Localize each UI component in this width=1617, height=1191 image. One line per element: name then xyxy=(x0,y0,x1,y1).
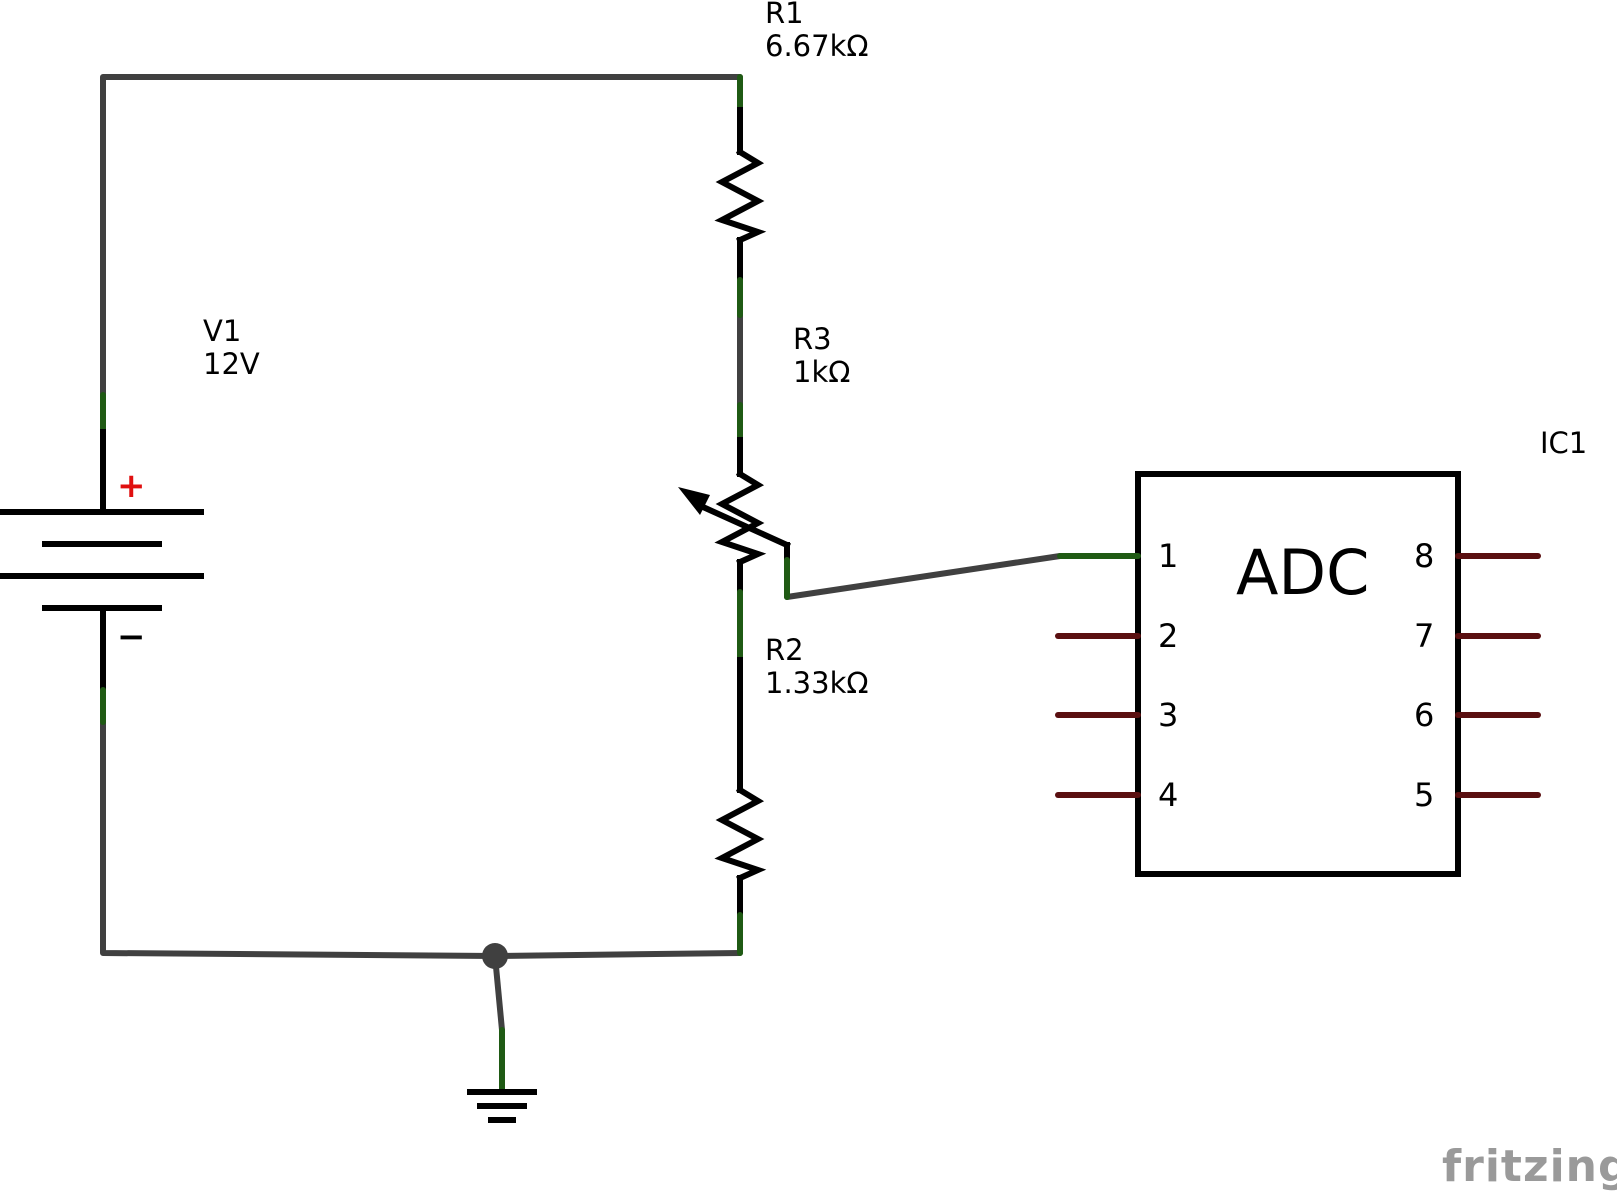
r3-adjust-arrow-shaft xyxy=(699,503,791,549)
resistor-r2[interactable]: R2 1.33kΩ xyxy=(714,619,869,956)
r2-ref-label: R2 xyxy=(765,633,804,667)
wire-top[interactable] xyxy=(100,74,743,398)
potentiometer-r3[interactable]: R3 1kΩ xyxy=(678,322,850,625)
ic-pin-8-label: 8 xyxy=(1414,537,1434,575)
r3-value-label: 1kΩ xyxy=(793,355,850,389)
r2-zigzag xyxy=(714,785,767,882)
ic-name-label: ADC xyxy=(1236,536,1369,609)
wire-bottom[interactable] xyxy=(100,717,743,959)
r1-value-label: 6.67kΩ xyxy=(765,29,869,63)
ic-pin-3-label: 3 xyxy=(1158,696,1178,734)
r1-zigzag xyxy=(714,147,767,244)
battery-minus-sign: − xyxy=(117,617,146,657)
r3-ref-label: R3 xyxy=(793,322,832,356)
battery-v1[interactable]: + − V1 12V xyxy=(0,314,260,725)
battery-plus-sign: + xyxy=(117,466,146,506)
ic-pin-5-label: 5 xyxy=(1414,776,1434,814)
ic-pin-4-label: 4 xyxy=(1158,776,1178,814)
ic-ref-label: IC1 xyxy=(1540,426,1587,460)
v1-ref-label: V1 xyxy=(203,314,241,348)
ic-adc[interactable]: ADC IC1 1 2 3 4 8 7 6 5 xyxy=(1055,426,1587,877)
r1-ref-label: R1 xyxy=(765,0,804,30)
fritzing-watermark: fritzing xyxy=(1442,1141,1617,1191)
wires xyxy=(100,74,1063,1033)
ic-pin-6-label: 6 xyxy=(1414,696,1434,734)
r3-adjust-arrow-head xyxy=(678,487,710,515)
ic-pin-2-label: 2 xyxy=(1158,617,1178,655)
r3-zigzag xyxy=(714,469,767,566)
junction-dot xyxy=(482,943,508,969)
ic-pin-1-label: 1 xyxy=(1158,537,1178,575)
ic-pin-7-label: 7 xyxy=(1414,617,1434,655)
ground-symbol[interactable] xyxy=(467,943,537,1123)
resistor-r1[interactable]: R1 6.67kΩ xyxy=(714,0,869,318)
ic-body xyxy=(1135,471,1461,877)
v1-value-label: 12V xyxy=(203,347,260,381)
wire-wiper-adc[interactable] xyxy=(784,553,1063,600)
r2-value-label: 1.33kΩ xyxy=(765,666,869,700)
